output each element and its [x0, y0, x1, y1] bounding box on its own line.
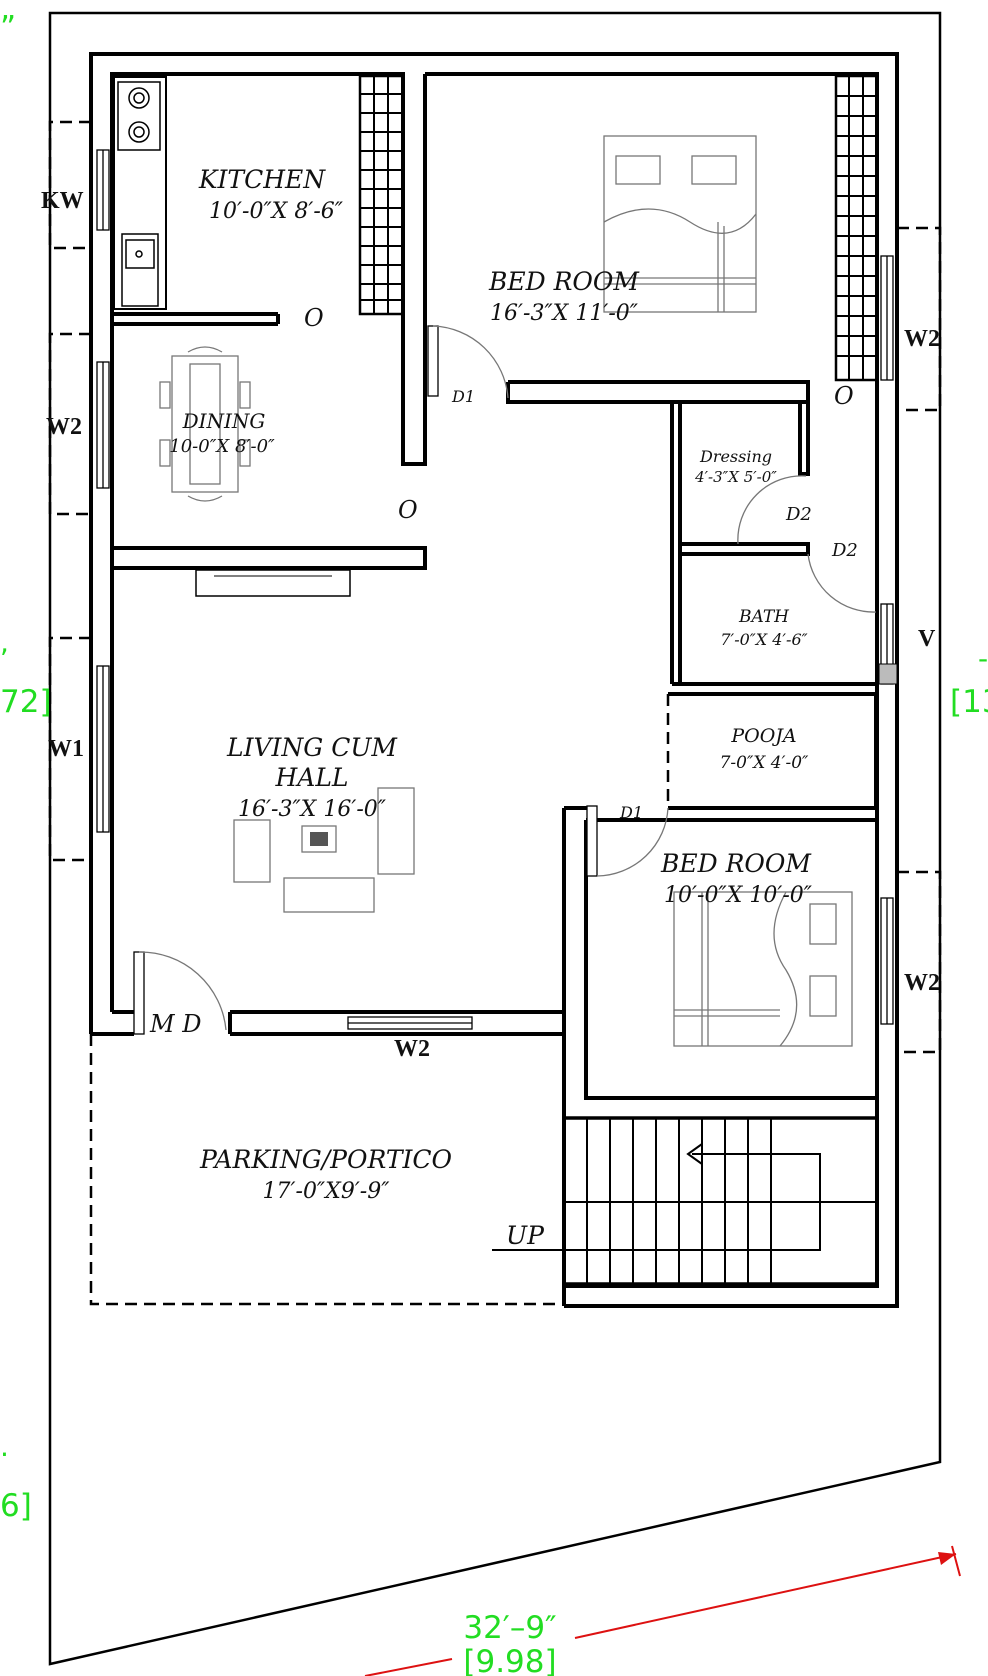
window-tag-w2: W2: [904, 326, 940, 352]
window-tag-w2: W2: [394, 1036, 430, 1062]
bath-size: 7′-0″X 4′-6″: [720, 630, 807, 649]
bedroom1-size: 16′-3″X 11′-0″: [490, 301, 639, 326]
opening-tag: O: [304, 304, 324, 332]
dimension-arrow: [938, 1552, 956, 1565]
dimension-mark: .: [0, 1430, 9, 1463]
dimension-left-lower: 6]: [0, 1488, 32, 1524]
door-tag-d1: D1: [619, 803, 643, 822]
tv-unit-icon: [195, 569, 351, 597]
living-label: LIVING CUM: [226, 733, 398, 762]
windows: [96, 149, 894, 1030]
living-label-2: HALL: [274, 763, 348, 792]
living-size: 16′-3″X 16′-0″: [238, 797, 387, 822]
dimension-line: [364, 1658, 453, 1676]
dining-label: DINING: [182, 409, 266, 433]
pooja-label: POOJA: [730, 725, 796, 747]
door-tag-d2: D2: [785, 504, 812, 525]
bedroom2-walls: [562, 806, 879, 1100]
window-tag-w2: W2: [904, 970, 940, 996]
kitchen-cabinet-grid: [360, 76, 403, 314]
window-tag-w1: W1: [48, 736, 84, 762]
pooja-walls: [666, 692, 878, 810]
bath-label: BATH: [738, 607, 790, 627]
dimension-tick: [951, 1545, 961, 1577]
dressing-bath-walls: [670, 402, 877, 686]
parking-outline: [89, 1034, 564, 1306]
sink-icon: [121, 233, 159, 307]
bedroom1-label: BED ROOM: [488, 267, 640, 296]
dressing-label: Dressing: [699, 447, 772, 466]
parking-label: PARKING/PORTICO: [199, 1145, 452, 1174]
door-tag-d1: D1: [451, 387, 475, 406]
dimension-line: [574, 1553, 957, 1639]
bed-icon: [673, 891, 853, 1047]
stair-up-tag: UP: [506, 1221, 545, 1250]
dimension-left-upper: 72]: [0, 684, 52, 720]
doors: [133, 325, 877, 1035]
bedroom2-label: BED ROOM: [660, 849, 812, 878]
dimension-mark: ,: [0, 626, 9, 659]
dimension-feet: 32′–9″: [463, 1610, 556, 1646]
dining-table-icon: [159, 346, 251, 502]
kitchen-size: 10′-0″X 8′-6″: [209, 199, 344, 224]
dining-size: 10-0″X 8′-0″: [169, 436, 275, 457]
dimension-right: [13: [950, 684, 988, 720]
window-projections: [48, 120, 942, 1054]
ventilator-tag-v: V: [918, 626, 936, 652]
kitchen-label: KITCHEN: [198, 165, 326, 194]
stove-icon: [117, 81, 161, 151]
opening-tag: O: [398, 496, 418, 524]
dimension-metres: [9.98]: [463, 1644, 556, 1676]
main-door-tag: M D: [149, 1010, 201, 1038]
plot-boundary: [48, 11, 942, 1666]
bed-icon: [603, 135, 757, 313]
pooja-size: 7-0″X 4′-0″: [720, 753, 809, 773]
parking-size: 17′-0″X9′-9″: [263, 1179, 391, 1204]
dressing-size: 4′-3″X 5′-0″: [694, 468, 777, 486]
ventilator: [878, 663, 898, 685]
bedroom2-size: 10′-0″X 10′-0″: [664, 883, 813, 908]
dimension-mark: ”: [0, 10, 16, 46]
partition-walls: [112, 74, 810, 570]
window-tag-w2: W2: [46, 414, 82, 440]
door-tag-d2: D2: [831, 540, 858, 561]
sofa-set-icon: [233, 787, 415, 913]
opening-tag: O: [834, 382, 854, 410]
wardrobe-grid: [834, 74, 879, 382]
dimension-mark: -: [978, 642, 988, 675]
staircase: [492, 1116, 879, 1286]
window-tag-kw: KW: [41, 188, 84, 214]
